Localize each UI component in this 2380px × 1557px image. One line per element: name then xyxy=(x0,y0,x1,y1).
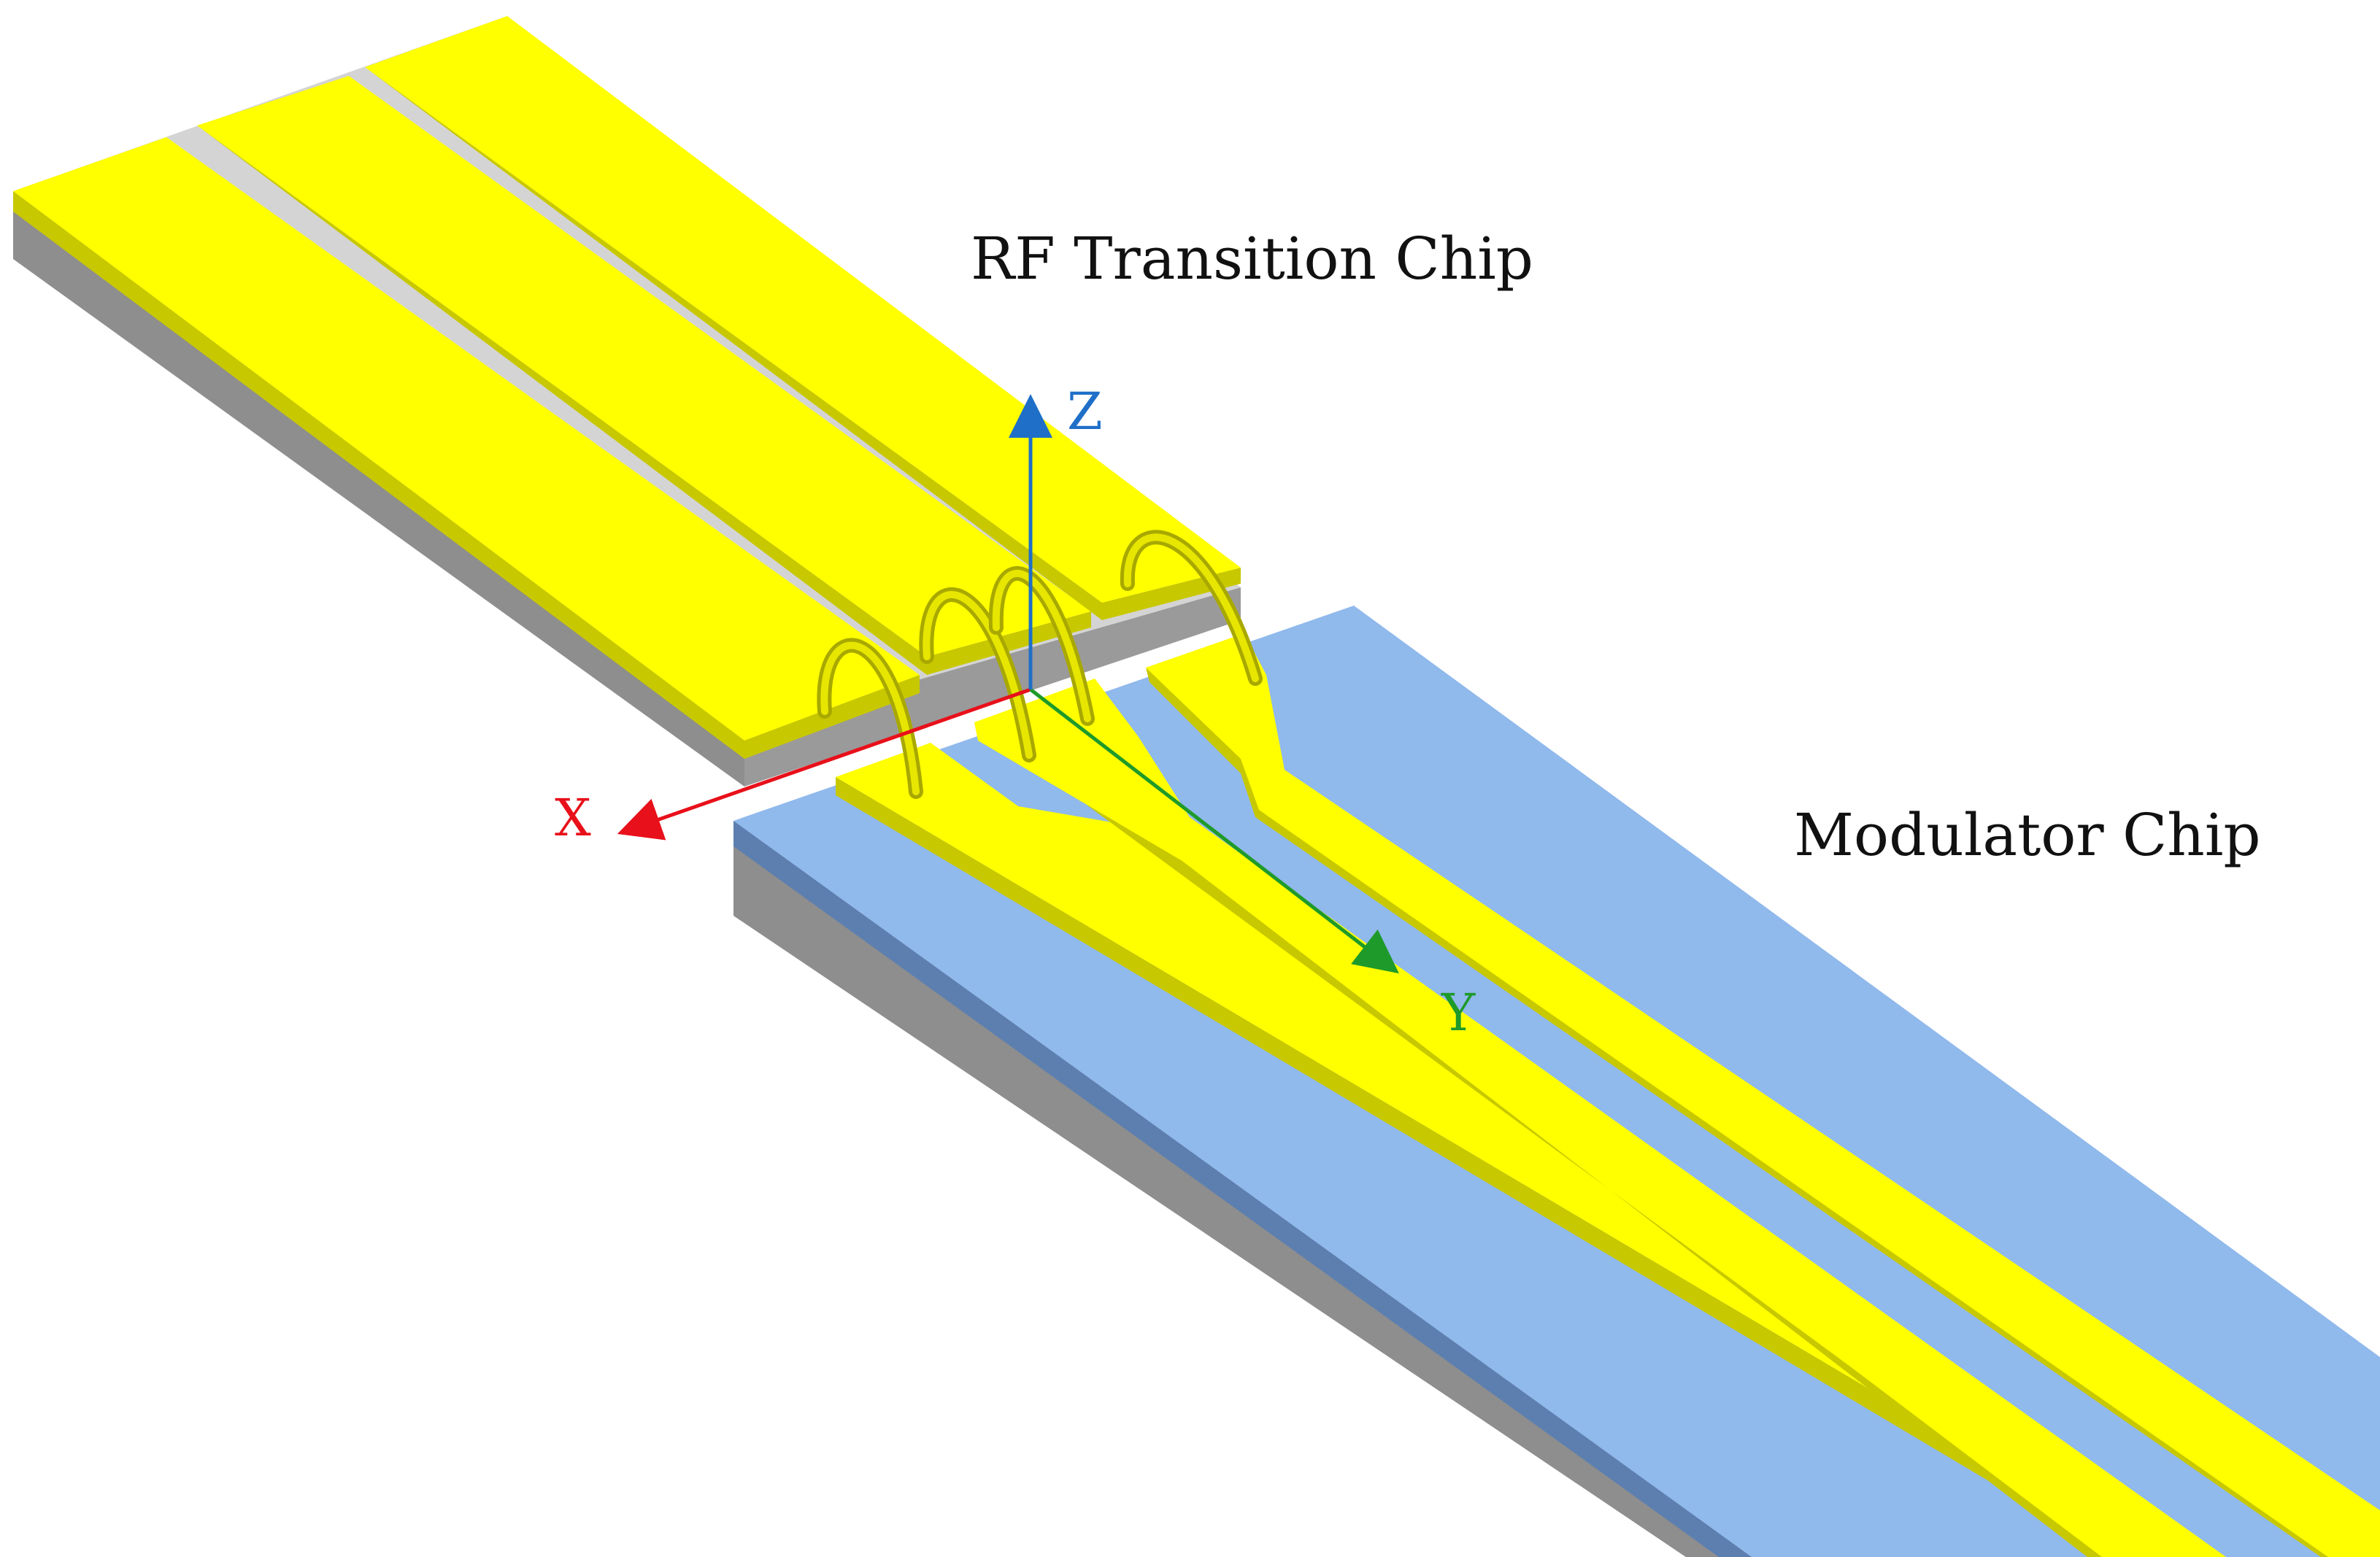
rf-gold-right xyxy=(365,16,1241,603)
y-axis-arrow xyxy=(1029,688,1399,974)
z-axis-label: Z xyxy=(1067,382,1103,441)
x-axis-label: X xyxy=(555,788,591,848)
modulator-gold-signal-side xyxy=(974,722,2109,1557)
rf-transition-chip-label: RF Transition Chip xyxy=(971,225,1533,293)
modulator-gold-signal xyxy=(974,679,2226,1557)
modulator-chip-label: Modulator Chip xyxy=(1794,801,2261,869)
modulator-chip xyxy=(733,606,2380,1557)
x-axis-arrow xyxy=(617,687,1031,841)
modulator-gold-right xyxy=(1146,633,2380,1557)
rf-substrate-side-front xyxy=(744,587,1241,787)
y-axis-label: Y xyxy=(1441,983,1476,1043)
bond-wire-2-highlight xyxy=(923,591,1033,759)
bond-wire-3-highlight xyxy=(992,570,1091,722)
bond-wire-4-highlight xyxy=(1123,533,1259,682)
coordinate-axes: X Y Z xyxy=(555,382,1476,1043)
bond-wires xyxy=(817,530,1263,799)
bond-wire-1-highlight xyxy=(820,641,920,795)
rf-gold-left xyxy=(13,137,920,741)
rf-transition-chip xyxy=(13,16,1241,787)
rf-gold-signal xyxy=(197,76,1091,657)
